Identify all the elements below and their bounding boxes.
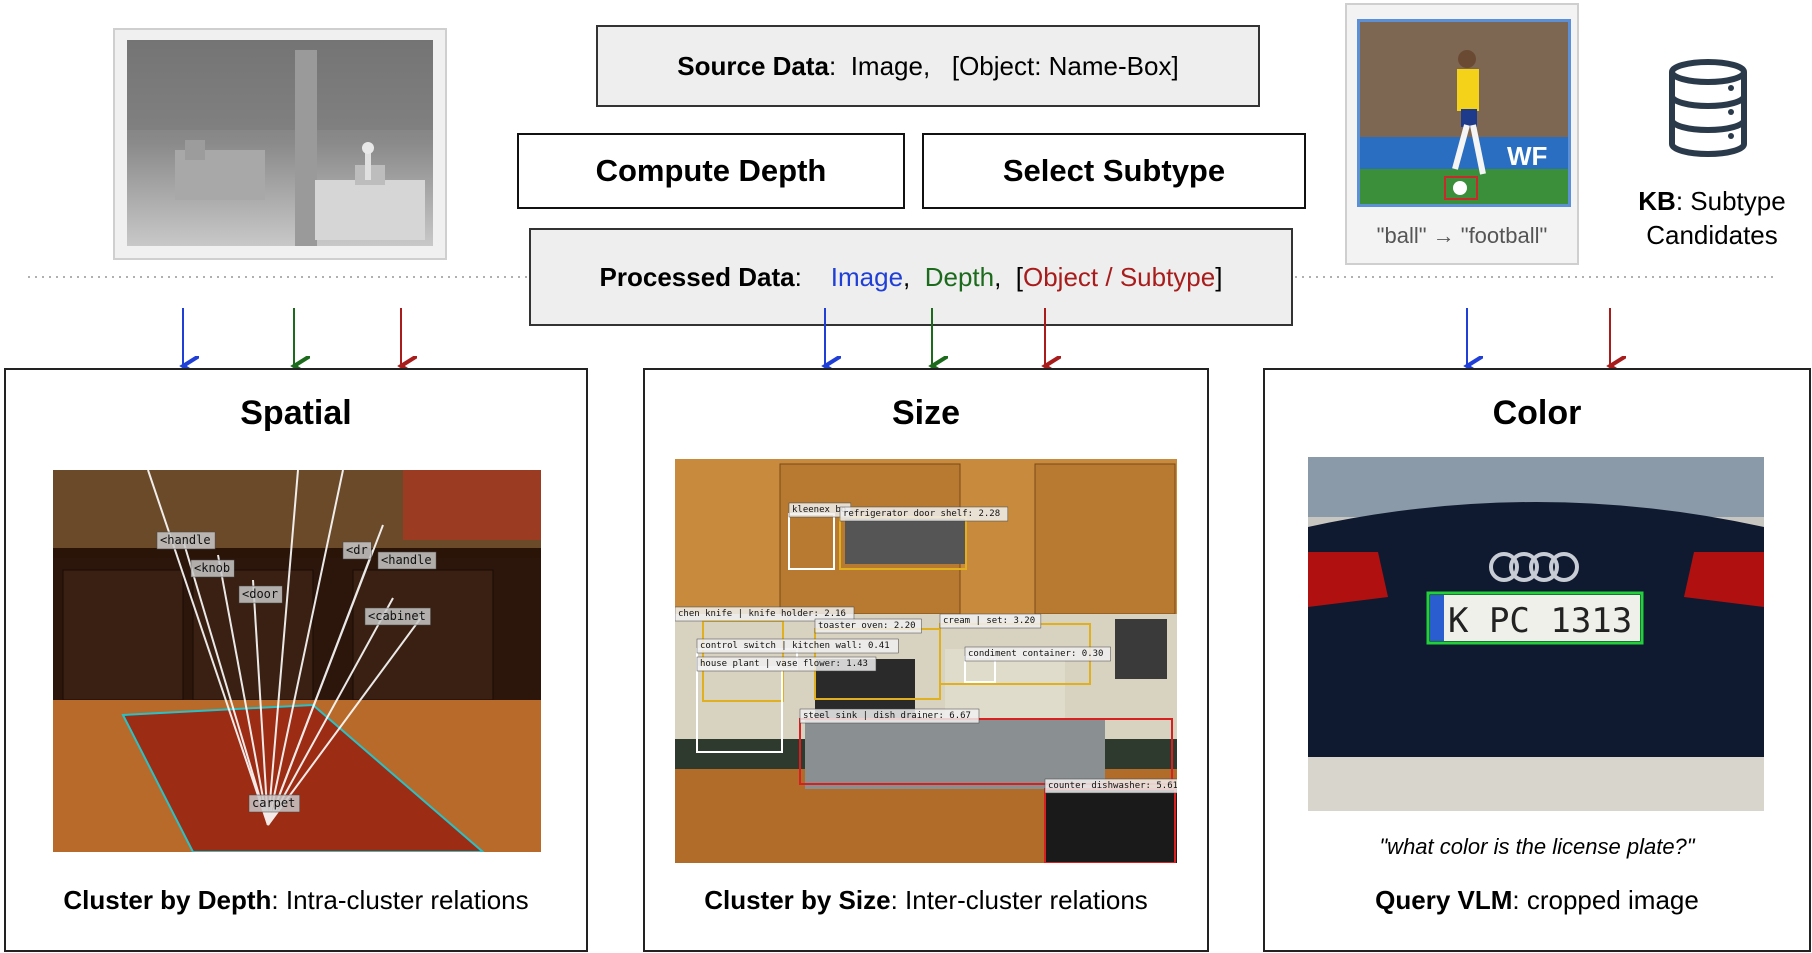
comma-2: , [	[994, 261, 1023, 292]
spatial-caption-bold: Cluster by Depth	[63, 885, 272, 915]
label-box	[799, 708, 980, 724]
source-data-label: Source Data	[677, 50, 830, 81]
object-label: chen knife | knife holder: 2.16	[678, 609, 846, 619]
object-label: <dr	[346, 543, 368, 557]
object-label: <handle	[160, 533, 211, 547]
kb-text: : Subtype	[1675, 186, 1786, 216]
color-caption-bold: Query VLM	[1375, 885, 1513, 915]
label-box	[190, 559, 235, 578]
color-title: Color	[1492, 394, 1582, 432]
processed-data-label: Processed Data	[599, 261, 795, 292]
select-subtype-box: Select Subtype	[922, 133, 1306, 209]
size-caption-bold: Cluster by Size	[704, 885, 891, 915]
label-box	[1044, 778, 1177, 794]
spatial-image: <handle <knob <door <dr <handle <cabinet carpe…	[53, 470, 541, 852]
object-label: steel sink | dish drainer: 6.67	[803, 711, 971, 721]
label-box	[696, 656, 877, 672]
label-box	[814, 618, 922, 634]
color-query: "what color is the license plate?"	[1379, 834, 1695, 859]
svg-text:WF: WF	[1507, 141, 1547, 171]
label-box	[364, 607, 431, 626]
spatial-caption: Cluster by Depth: Intra-cluster relation…	[6, 885, 586, 916]
label-box	[342, 541, 372, 560]
object-label: house plant | vase flower: 1.43	[700, 659, 868, 669]
label-box	[156, 531, 216, 550]
object-label: <door	[242, 587, 278, 601]
label-box	[839, 506, 1009, 522]
object-label: toaster oven: 2.20	[818, 621, 916, 631]
label-box	[248, 794, 300, 813]
color-panel: Color K PC 1313 "what color is the licen…	[1263, 368, 1811, 952]
object-label: carpet	[252, 796, 295, 810]
label-box	[377, 551, 437, 570]
size-title: Size	[891, 394, 961, 432]
kb-label: KB	[1638, 186, 1676, 216]
object-label: counter dishwasher: 5.61	[1048, 781, 1177, 791]
color-caption-rest: : cropped image	[1512, 885, 1699, 915]
depth-map-thumbnail	[113, 28, 447, 260]
size-arrows	[825, 308, 1045, 366]
object-label: refrigerator door shelf: 2.28	[843, 509, 1000, 519]
label-box	[964, 646, 1111, 662]
spatial-panel: Spatial <handle <knob <door <dr <handle <cabi…	[4, 368, 588, 952]
select-subtype-label: Select Subtype	[1002, 153, 1226, 188]
object-label: condiment container: 0.30	[968, 649, 1103, 659]
football-thumbnail: WF "ball" → "football"	[1345, 3, 1579, 265]
label-box	[939, 613, 1042, 629]
size-caption: Cluster by Size: Inter-cluster relations	[645, 885, 1207, 916]
processed-object-subtype: Object / Subtype	[1023, 261, 1216, 292]
bracket-close: ]	[1215, 261, 1223, 292]
spatial-arrows	[183, 308, 401, 366]
processed-depth: Depth	[924, 261, 995, 292]
source-data-colon: :	[829, 50, 851, 81]
spatial-caption-rest: : Intra-cluster relations	[271, 885, 529, 915]
label-box	[696, 638, 899, 654]
processed-image: Image	[830, 261, 904, 292]
object-label: <handle	[381, 553, 432, 567]
source-data-box: Source Data: Image, [Object: Name-Box]	[596, 25, 1260, 107]
car-image: K PC 1313	[1308, 457, 1764, 811]
license-plate-text: K PC 1313	[1448, 601, 1632, 641]
label-box	[675, 606, 855, 622]
object-label: kleenex bo	[792, 505, 846, 515]
comma-1: ,	[903, 261, 925, 292]
database-icon	[1669, 59, 1747, 157]
kb-text2: Candidates	[1646, 220, 1778, 250]
spatial-title: Spatial	[240, 394, 352, 432]
object-label: control switch | kitchen wall: 0.41	[700, 641, 890, 651]
processed-data-box: Processed Data: Image, Depth, [ Object /…	[529, 228, 1293, 326]
depth-map-image	[127, 40, 433, 246]
spatial-labels: <handle <knob <door <dr <handle <cabinet carpe…	[156, 531, 437, 813]
color-caption: Query VLM: cropped image	[1265, 885, 1809, 916]
color-arrows	[1467, 308, 1610, 366]
size-caption-rest: : Inter-cluster relations	[890, 885, 1148, 915]
object-label: <knob	[194, 561, 230, 575]
kb-caption: KB: Subtype Candidates	[1612, 184, 1812, 252]
object-label: <cabinet	[368, 609, 426, 623]
ball-caption: "ball" → "football"	[1376, 223, 1548, 248]
processed-colon: :	[794, 261, 831, 292]
object-label: cream | set: 3.20	[943, 616, 1035, 626]
source-data-items: Image, [Object: Name-Box]	[850, 50, 1179, 81]
compute-depth-label: Compute Depth	[595, 153, 827, 188]
label-box	[238, 585, 283, 604]
compute-depth-box: Compute Depth	[517, 133, 905, 209]
football-image: WF	[1357, 19, 1571, 207]
